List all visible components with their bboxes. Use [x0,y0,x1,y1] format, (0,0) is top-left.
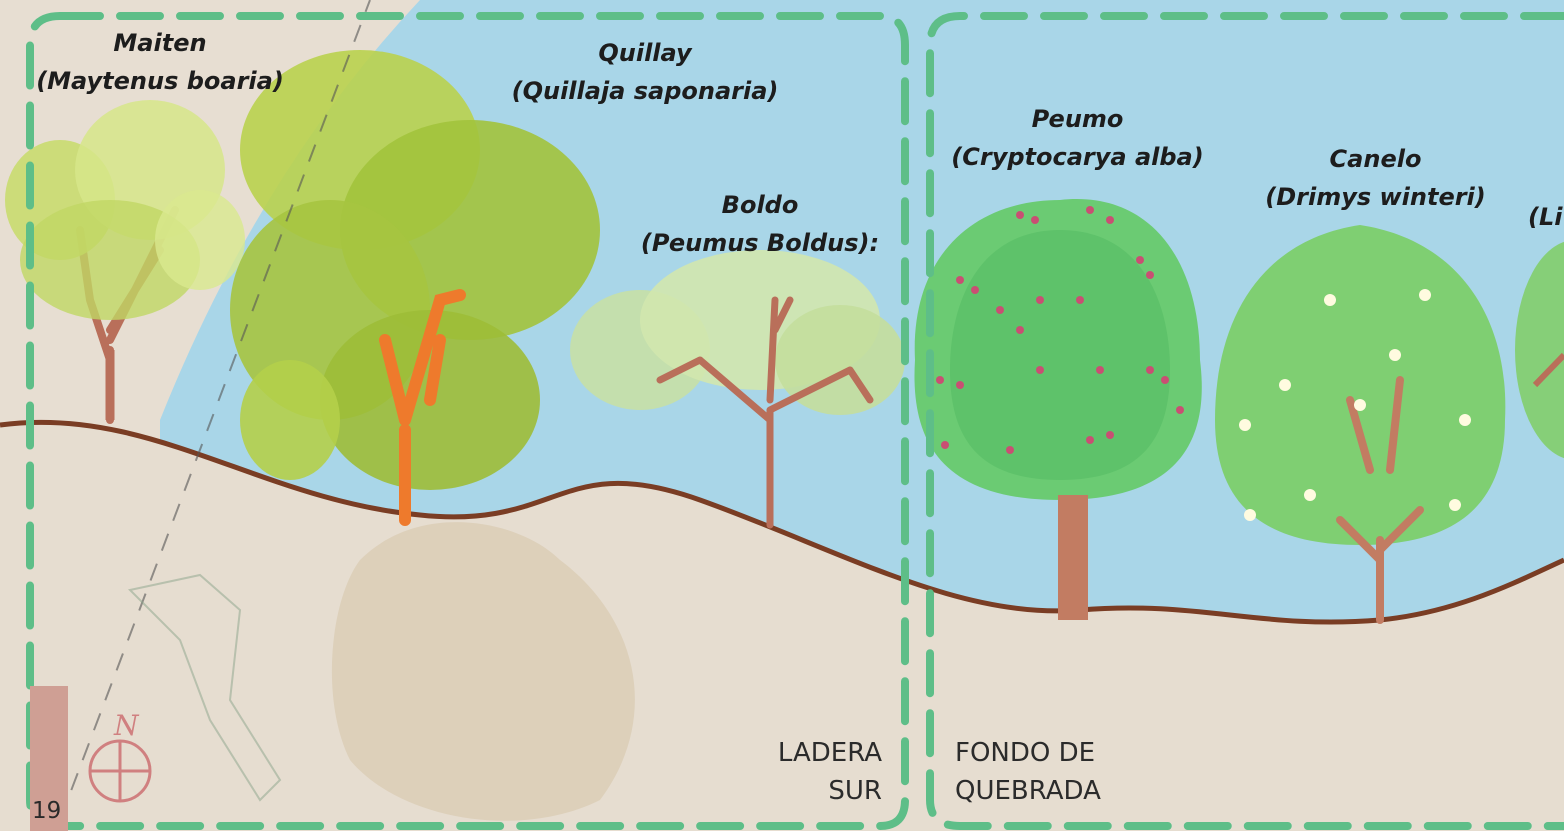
label-quillay: Quillay (Quillaja saponaria) [505,34,785,110]
label-canelo: Canelo (Drimys winteri) [1258,140,1493,216]
page-marker-bar [30,686,68,831]
label-quillay-common: Quillay [598,39,692,67]
compass-icon [88,739,152,803]
peumo-tree [914,199,1202,620]
label-boldo: Boldo (Peumus Boldus): [630,186,890,262]
boldo-tree [570,250,905,529]
label-peumo-scientific: (Cryptocarya alba) [951,143,1204,171]
zone-ladera-line2: SUR [828,776,882,806]
zone-fondo-quebrada-boundary [926,12,1564,830]
label-boldo-common: Boldo [721,191,799,219]
label-peumo-common: Peumo [1031,105,1124,133]
zone-label-fondo-quebrada: FONDO DE QUEBRADA [955,734,1155,810]
label-cut-off: (Li [1528,203,1563,231]
zone-ladera-line1: LADERA [777,738,882,768]
partial-tree [1515,241,1564,459]
label-peumo: Peumo (Cryptocarya alba) [945,100,1210,176]
label-maiten-common: Maiten [113,29,207,57]
label-maiten: Maiten (Maytenus boaria) [30,24,290,100]
zone-fondo-line1: FONDO DE [955,738,1096,768]
maiten-tree [5,100,245,424]
zone-fondo-line2: QUEBRADA [955,776,1101,806]
zone-label-ladera-sur: LADERA SUR [740,734,882,810]
ground-shadow [331,522,635,821]
compass-north: N [113,709,140,742]
label-canelo-scientific: (Drimys winteri) [1265,183,1486,211]
map-sketch [127,573,282,802]
quillay-tree [230,50,600,526]
label-quillay-scientific: (Quillaja saponaria) [511,77,779,105]
label-canelo-common: Canelo [1329,145,1422,173]
zone-ladera-sur-boundary [26,12,909,830]
page-number: 19 [32,798,62,824]
canelo-tree [1215,225,1506,624]
label-maiten-scientific: (Maytenus boaria) [36,67,284,95]
label-boldo-scientific: (Peumus Boldus): [640,229,880,257]
